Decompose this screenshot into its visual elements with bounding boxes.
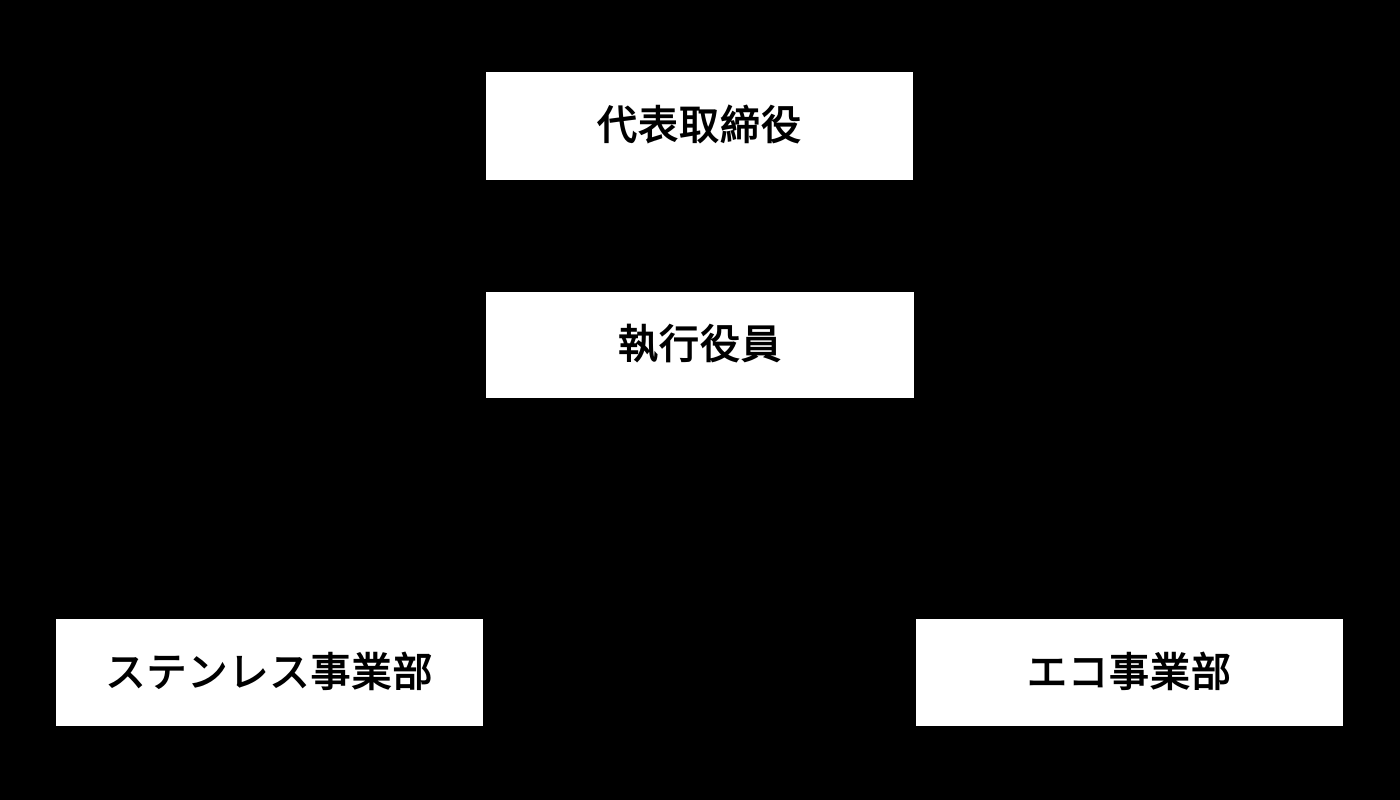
org-node-eco-division: エコ事業部 (916, 619, 1343, 726)
org-node-label: 代表取締役 (597, 103, 802, 149)
org-node-stainless-division: ステンレス事業部 (56, 619, 483, 726)
org-node-label: エコ事業部 (1027, 649, 1232, 696)
org-node-label: 執行役員 (618, 322, 782, 368)
org-node-label: ステンレス事業部 (105, 649, 434, 696)
org-node-representative-director: 代表取締役 (486, 72, 913, 180)
org-node-executive-officer: 執行役員 (486, 292, 914, 398)
